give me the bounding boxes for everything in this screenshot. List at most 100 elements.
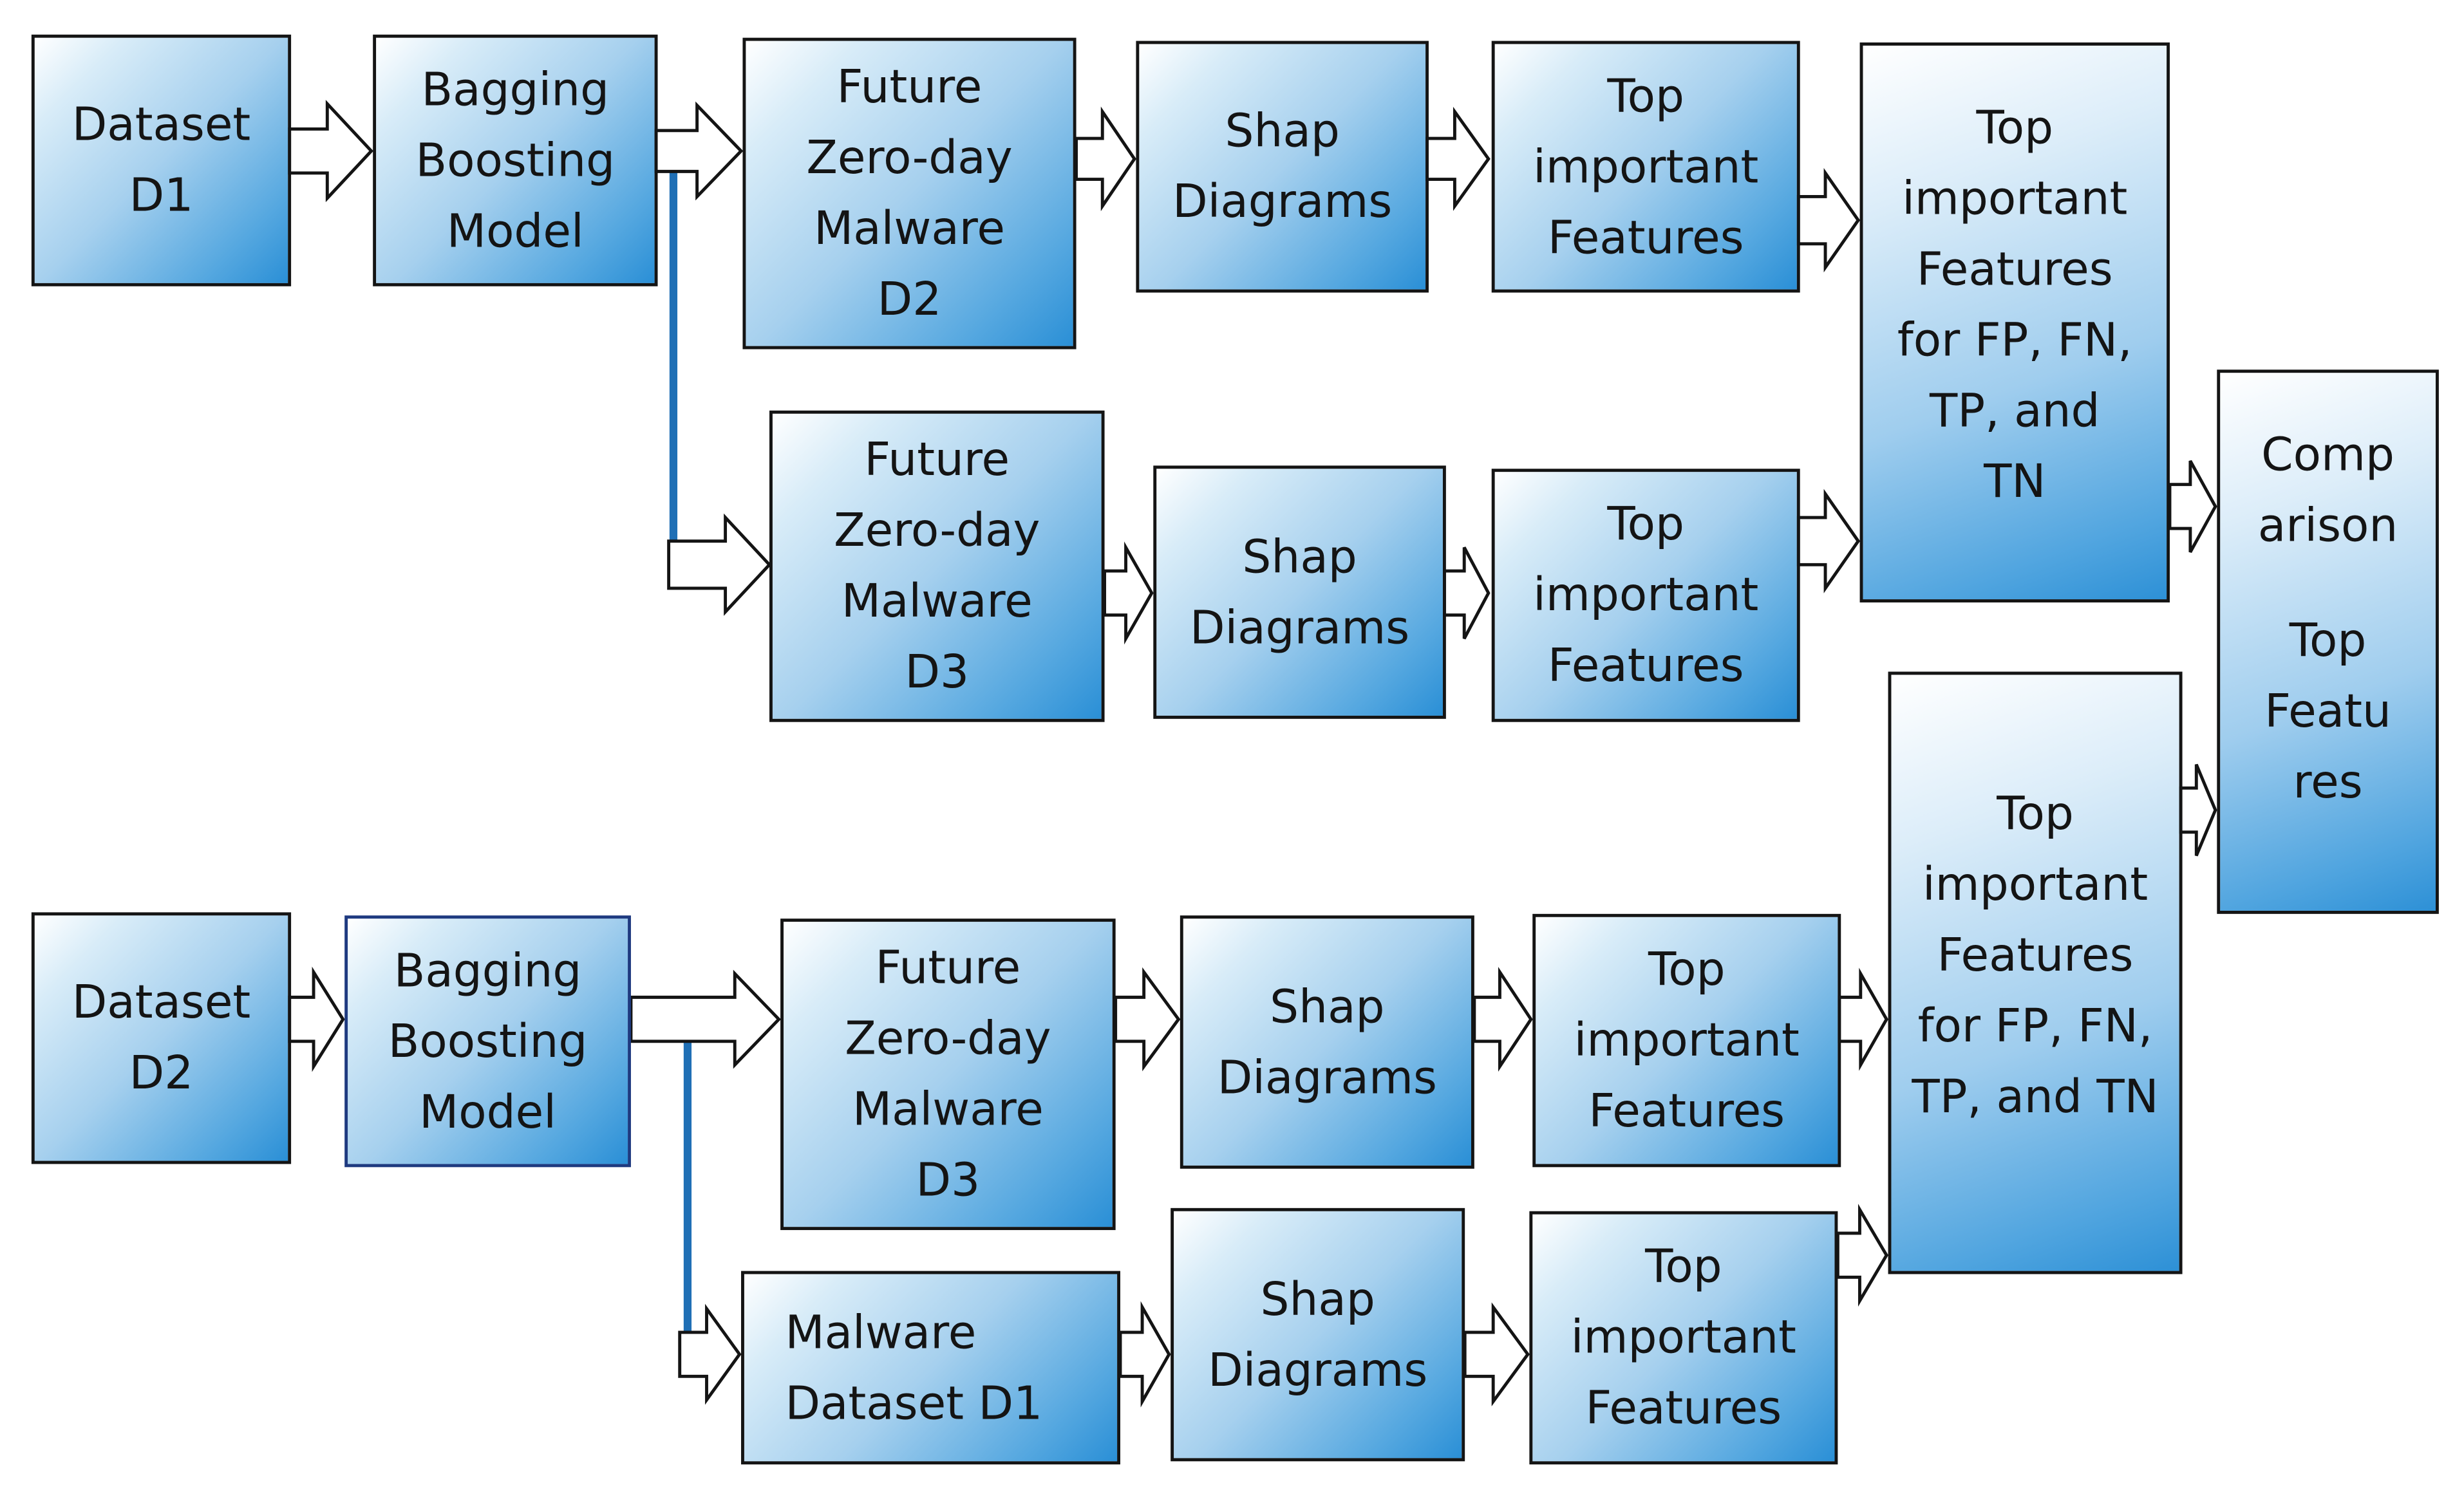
- box-line: Future: [864, 433, 1010, 487]
- arrow-branch-to-d3-1: [667, 513, 772, 616]
- box-line: Features: [1916, 242, 2113, 296]
- box-line: TP, and TN: [1912, 1069, 2159, 1123]
- box-line: D2: [129, 1046, 194, 1100]
- top-features-box-1b: Top important Features: [1491, 469, 1800, 722]
- box-line: Zero-day: [834, 503, 1040, 557]
- malware-dataset-d1-box: Malware Dataset D1: [741, 1271, 1120, 1465]
- box-line: Features: [1588, 1083, 1785, 1137]
- box-line: Features: [1585, 1381, 1782, 1435]
- future-zero-day-malware-d3-box-1: Future Zero-day Malware D3: [769, 410, 1105, 722]
- box-line: Features: [1547, 210, 1744, 264]
- box-line: Zero-day: [806, 130, 1013, 184]
- arrow-features-to-summary-1b: [1796, 489, 1861, 593]
- box-line: Top: [1976, 100, 2054, 154]
- arrow-dataset-to-model-2: [288, 966, 345, 1072]
- summary-features-box-1: Top important Features for FP, FN, TP, a…: [1859, 42, 2170, 602]
- box-line: important: [1533, 568, 1759, 622]
- arrow-malware-to-shap-2b: [1118, 1301, 1171, 1408]
- box-line: Diagrams: [1208, 1342, 1428, 1396]
- box-line: Features: [1937, 928, 2134, 982]
- box-line: Malware: [841, 573, 1033, 628]
- box-line: Dataset: [71, 97, 251, 151]
- shap-diagrams-box-2a: Shap Diagrams: [1180, 915, 1474, 1169]
- shap-diagrams-box-1b: Shap Diagrams: [1153, 465, 1446, 719]
- box-line: Comp: [2261, 427, 2395, 481]
- arrow-features-to-summary-1a: [1796, 168, 1861, 273]
- arrow-d3-to-shap-2a: [1114, 967, 1181, 1072]
- box-line: Shap: [1225, 104, 1340, 158]
- box-line: Malware: [814, 201, 1005, 255]
- top-features-box-2a: Top important Features: [1532, 913, 1841, 1168]
- box-line: for FP, FN,: [1917, 998, 2153, 1052]
- arrow-summary2-to-comparison: [2179, 763, 2217, 857]
- arrow-model-to-d2-1: [654, 101, 744, 201]
- box-line: arison: [2257, 498, 2398, 552]
- box-line: for FP, FN,: [1897, 313, 2132, 367]
- box-line: Malware: [852, 1082, 1044, 1136]
- future-zero-day-malware-d3-box-2: Future Zero-day Malware D3: [780, 919, 1116, 1231]
- box-line: Boosting: [388, 1014, 588, 1068]
- box-line: Top: [1645, 1239, 1722, 1293]
- box-line: Top: [1648, 942, 1726, 996]
- arrow-dataset-to-model-1: [288, 100, 374, 203]
- box-line: important: [1902, 171, 2128, 225]
- arrow-shap-to-features-1a: [1425, 106, 1491, 211]
- box-line: Shap: [1242, 529, 1357, 583]
- top-features-box-2b: Top important Features: [1529, 1211, 1838, 1465]
- box-line: Dataset D1: [785, 1375, 1043, 1430]
- arrow-branch-to-malware-d1: [678, 1303, 742, 1405]
- box-line: Features: [1547, 639, 1744, 693]
- box-line: D3: [916, 1153, 981, 1207]
- box-line: Top: [1997, 786, 2074, 840]
- arrow-d2-to-shap-1a: [1075, 106, 1136, 212]
- box-line: important: [1574, 1012, 1800, 1067]
- box-line: Featu: [2264, 684, 2391, 738]
- comparison-box: Comp arison Top Featu res: [2217, 369, 2439, 914]
- shap-diagrams-box-2b: Shap Diagrams: [1171, 1208, 1465, 1462]
- arrow-summary1-to-comparison: [2168, 460, 2217, 553]
- arrow-shap-to-features-1b: [1442, 546, 1491, 640]
- box-line: TN: [1984, 454, 2046, 508]
- bagging-boosting-model-box-2: Bagging Boosting Model: [344, 915, 631, 1168]
- box-line: Top: [1607, 497, 1685, 551]
- box-line: D2: [877, 272, 942, 326]
- dataset-d2-box: Dataset D2: [31, 912, 292, 1164]
- box-line: Diagrams: [1189, 600, 1410, 654]
- box-line: Bagging: [393, 943, 582, 997]
- box-line: Model: [419, 1085, 556, 1139]
- box-line: Zero-day: [845, 1011, 1051, 1065]
- dataset-d1-box: Dataset D1: [31, 34, 292, 286]
- box-line: Shap: [1260, 1271, 1375, 1325]
- arrow-d3-to-shap-1b: [1103, 541, 1154, 645]
- box-line: D1: [129, 168, 194, 222]
- box-line: important: [1922, 857, 2149, 911]
- arrow-shap-to-features-2a: [1472, 967, 1533, 1072]
- bagging-boosting-model-box-1: Bagging Boosting Model: [373, 34, 658, 286]
- arrow-features-to-summary-2a: [1838, 967, 1888, 1071]
- top-features-box-1a: Top important Features: [1491, 41, 1800, 293]
- box-line: Malware: [785, 1305, 977, 1359]
- box-line: Model: [446, 203, 584, 257]
- box-line: Top: [1607, 68, 1685, 122]
- box-line: Top: [2289, 613, 2367, 667]
- box-line: Future: [836, 59, 983, 113]
- arrow-shap-to-features-2b: [1463, 1302, 1530, 1406]
- box-line: Shap: [1270, 979, 1385, 1033]
- summary-features-box-2: Top important Features for FP, FN, TP, a…: [1888, 671, 2183, 1274]
- box-line: Diagrams: [1172, 174, 1393, 228]
- box-line: important: [1570, 1310, 1796, 1364]
- box-line: Boosting: [415, 133, 616, 187]
- arrow-features-to-summary-2b: [1836, 1204, 1888, 1307]
- box-line: D3: [905, 644, 970, 699]
- box-line: Bagging: [421, 62, 610, 116]
- box-line: Future: [875, 940, 1021, 994]
- box-line: important: [1533, 139, 1759, 193]
- box-line: Dataset: [71, 975, 251, 1029]
- box-line: TP, and: [1930, 384, 2100, 438]
- arrow-model-to-d3-2: [629, 969, 782, 1069]
- future-zero-day-malware-d2-box: Future Zero-day Malware D2: [742, 37, 1077, 350]
- shap-diagrams-box-1a: Shap Diagrams: [1136, 41, 1429, 293]
- box-line: res: [2293, 755, 2363, 809]
